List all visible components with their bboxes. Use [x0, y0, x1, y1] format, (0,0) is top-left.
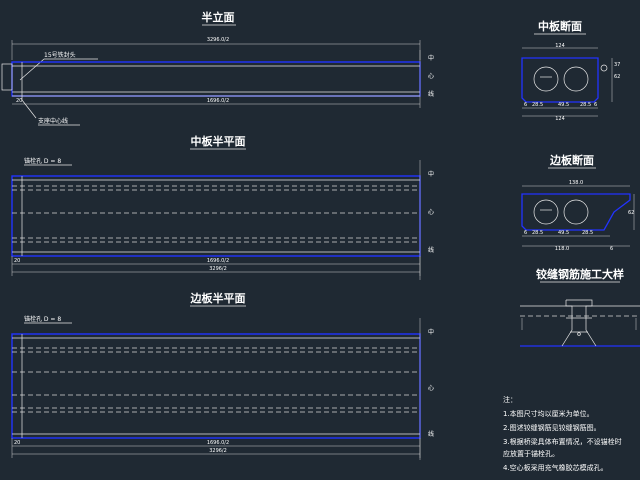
- edge-section-outline: [521, 193, 631, 231]
- edge-plan-center-char-2: 心: [428, 385, 434, 392]
- note-3-cont: 应放置于锚栓孔。: [503, 449, 559, 458]
- edge-section-dim-right: 6: [610, 246, 613, 252]
- note-4: 4.空心板采用充气橡胶芯模成孔。: [503, 463, 608, 472]
- note-2: 2.图述铰缝钢筋见铰缝钢筋图。: [503, 423, 601, 432]
- mid-plan-center-char-2: 心: [428, 209, 434, 216]
- mid-section-dim-top: 124: [555, 43, 565, 49]
- elevation-beam-outline: [11, 61, 421, 97]
- mid-plan-dim-left: 20: [14, 258, 20, 264]
- edge-plan-center-char-3: 线: [428, 430, 434, 438]
- elevation-dim-small-left: 20: [16, 98, 22, 104]
- note-3: 3.根据桥梁具体布置情况，不设锚栓时: [503, 437, 622, 446]
- elevation-bearing-label: 支座中心线: [38, 117, 68, 125]
- edge-plan-title: 边板半平面: [190, 291, 246, 305]
- mid-plan-dim-a: 1696.0/2: [207, 258, 229, 264]
- edge-section-void-left: [533, 199, 559, 225]
- edge-section-title: 边板断面: [549, 153, 594, 167]
- edge-plan-outline: [11, 333, 421, 439]
- edge-section-dim-495: 49.5: [558, 230, 569, 236]
- elevation-anchor-label: 15号铁封头: [44, 51, 76, 59]
- mid-plan-center-char-3: 线: [428, 246, 434, 254]
- edge-section-view: 边板断面 138.0 6 28.5 49.5 28.5 118.0 6 62: [521, 153, 634, 252]
- edge-section-dim-top: 138.0: [569, 180, 583, 186]
- edge-section-dim-height: 62: [628, 210, 634, 216]
- mid-section-view: 中板断面 124 6 28.5 49.5 28.5 6 124 62 37: [521, 19, 620, 122]
- elevation-title: 半立面: [202, 10, 235, 24]
- mid-section-dim-6b: 6: [594, 102, 597, 108]
- mid-section-dim-285b: 28.5: [580, 102, 591, 108]
- mid-plan-center-char-1: 中: [428, 170, 434, 178]
- edge-section-dim-bottom: 118.0: [555, 246, 569, 252]
- edge-plan-center-char-1: 中: [428, 328, 434, 336]
- mid-plan-outline: [11, 175, 421, 257]
- edge-plan-dim-a: 1696.0/2: [207, 440, 229, 446]
- edge-section-dim-285b: 28.5: [582, 230, 593, 236]
- edge-plan-dim-left: 20: [14, 440, 20, 446]
- mid-section-dim-37: 37: [614, 62, 620, 68]
- elevation-center-char-3: 线: [428, 90, 434, 98]
- detail-title: 铰缝钢筋施工大样: [536, 267, 624, 281]
- elevation-view: 半立面 3296.0/2 15号铁封头 20 1696.0/2 支座中心线 中 …: [1, 10, 434, 126]
- mid-plan-dim-b: 3296/2: [209, 266, 227, 272]
- edge-plan-view: 边板半平面 锚栓孔 D = 8 20 1696.0/2 3296/2 中 心 线: [11, 291, 434, 460]
- elevation-end-cap: [1, 63, 13, 91]
- notes-block: 注： 1.本图尺寸均以厘米为单位。 2.图述铰缝钢筋见铰缝钢筋图。 3.根据桥梁…: [503, 395, 622, 472]
- edge-plan-hole-label: 锚栓孔 D = 8: [24, 315, 61, 323]
- mid-plan-title: 中板半平面: [191, 134, 246, 148]
- elevation-dim-bottom: 1696.0/2: [207, 98, 229, 104]
- mid-section-void-left: [533, 66, 559, 92]
- mid-section-dim-495: 49.5: [558, 102, 569, 108]
- note-1: 1.本图尺寸均以厘米为单位。: [503, 409, 594, 418]
- mid-section-outline: [521, 57, 599, 103]
- edge-section-dim-285a: 28.5: [532, 230, 543, 236]
- detail-joint-shape: [561, 299, 597, 347]
- elevation-center-char-1: 中: [428, 54, 434, 62]
- mid-section-void-right: [563, 66, 589, 92]
- elevation-dim-top: 3296.0/2: [207, 37, 229, 43]
- notes-heading: 注：: [503, 395, 517, 404]
- mid-section-dim-6a: 6: [524, 102, 527, 108]
- edge-section-void-right: [563, 199, 589, 225]
- mid-section-dim-height: 62: [614, 74, 620, 80]
- detail-view: 铰缝钢筋施工大样: [520, 267, 640, 347]
- mid-section-dim-285a: 28.5: [532, 102, 543, 108]
- edge-plan-dim-b: 3296/2: [209, 448, 227, 454]
- mid-section-dim-bottom: 124: [555, 116, 565, 122]
- mid-plan-view: 中板半平面 锚栓孔 D = 8 20 1696.0/2 3296/2 中 心 线: [11, 134, 434, 280]
- mid-section-title: 中板断面: [538, 19, 582, 33]
- mid-plan-hole-label: 锚栓孔 D = 8: [24, 157, 61, 165]
- elevation-center-char-2: 心: [428, 73, 434, 80]
- edge-section-dim-6: 6: [524, 230, 527, 236]
